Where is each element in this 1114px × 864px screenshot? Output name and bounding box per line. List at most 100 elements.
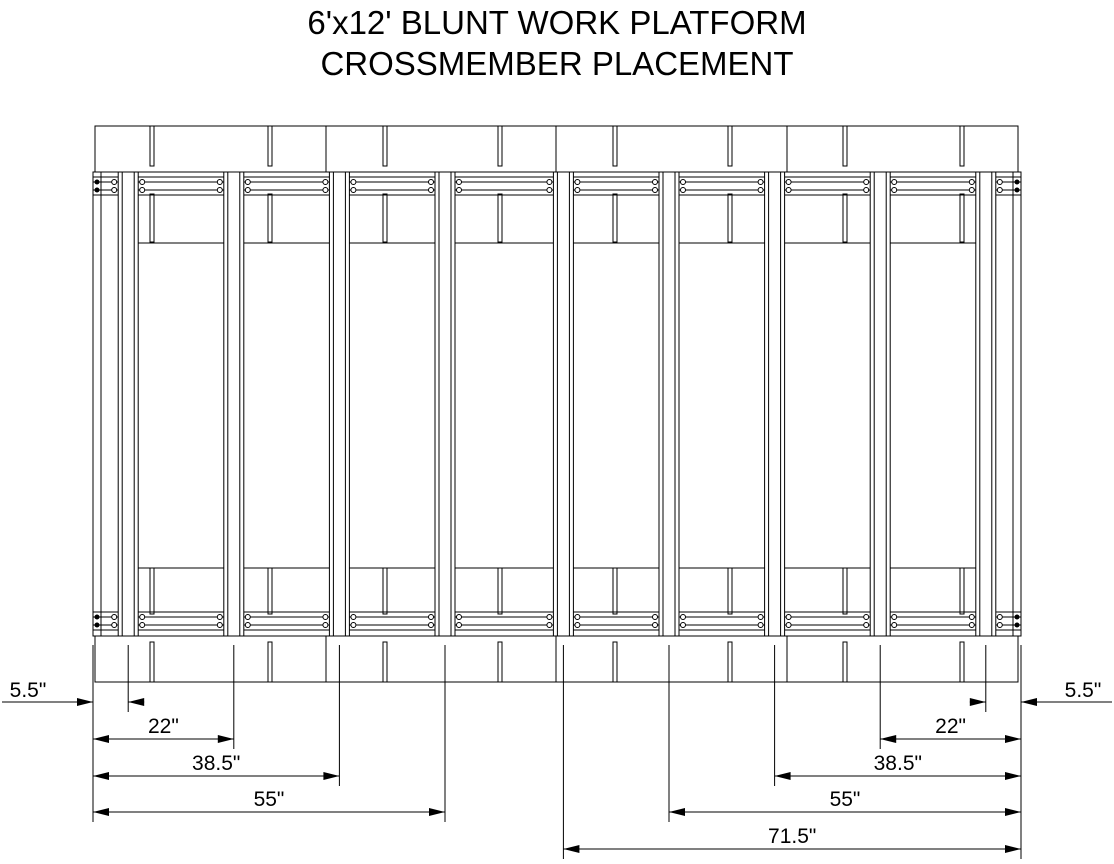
dimension-label: 55" <box>830 788 861 811</box>
deck-panel-bottom <box>325 635 557 683</box>
crossmember-body <box>658 171 680 637</box>
crossmember-body <box>117 171 139 637</box>
bolt-icon <box>111 187 118 193</box>
bolt-icon <box>94 622 100 628</box>
panel-stiffener <box>382 125 388 167</box>
crossmember <box>428 171 462 637</box>
bolt-icon <box>652 622 658 628</box>
platform-frame <box>92 125 1022 683</box>
bolt-icon <box>757 179 764 185</box>
crossmember <box>968 171 1003 637</box>
bolt-icon <box>244 622 251 628</box>
bolt-icon <box>139 622 146 628</box>
bolt-icon <box>322 622 329 628</box>
panel-stiffener <box>497 641 503 683</box>
dimension-right-71-5: 71.5" <box>562 645 1022 859</box>
bolt-icon <box>94 179 100 185</box>
bolt-icon <box>996 187 1003 193</box>
dimension-left-55: 55" <box>92 645 446 822</box>
panel-stiffener <box>727 567 733 615</box>
bolt-icon <box>1014 187 1020 193</box>
bolt-icon <box>244 614 251 620</box>
dimension-label: 38.5" <box>874 752 922 775</box>
bolt-icon <box>111 179 118 185</box>
dimension-right-55: 55" <box>668 645 1022 822</box>
bolt-icon <box>350 187 357 193</box>
deck-panel-top <box>786 125 1019 173</box>
bolt-icon <box>546 179 553 185</box>
arrow-icon <box>77 698 93 706</box>
bolt-icon <box>574 179 581 185</box>
arrow-icon <box>774 772 791 780</box>
panel-stiffener <box>612 641 618 683</box>
bolt-icon <box>891 187 898 193</box>
bolt-icon <box>322 187 329 193</box>
panel-stiffener <box>959 193 965 243</box>
bolt-icon <box>1014 622 1020 628</box>
bolt-icon <box>216 614 223 620</box>
bolt-icon <box>652 614 658 620</box>
panel-stiffener <box>497 193 503 243</box>
panel-stiffener <box>727 193 733 243</box>
bolt-icon <box>111 614 118 620</box>
crossmember <box>546 171 581 637</box>
bolt-icon <box>111 622 118 628</box>
deck-panel-top <box>94 125 327 173</box>
bolt-icon <box>139 614 146 620</box>
arrow-icon <box>969 698 986 706</box>
bolt-icon <box>139 187 146 193</box>
arrow-icon <box>1005 808 1021 816</box>
bolt-icon <box>863 179 870 185</box>
bolt-icon <box>428 614 434 620</box>
bolt-icon <box>350 179 357 185</box>
bolt-icon <box>680 622 686 628</box>
panel-stiffener <box>382 193 388 243</box>
arrow-icon <box>1021 698 1037 706</box>
bolt-icon <box>546 622 553 628</box>
panel-stiffener <box>149 567 155 615</box>
bolt-icon <box>546 187 553 193</box>
bolt-icon <box>757 622 764 628</box>
bolt-icon <box>968 622 975 628</box>
bolt-icon <box>891 179 898 185</box>
bolt-icon <box>139 179 146 185</box>
deck-panel-top <box>555 125 788 173</box>
crossmember <box>757 171 792 637</box>
dimension-label: 55" <box>254 788 285 811</box>
bolt-icon <box>996 179 1003 185</box>
bolt-icon <box>456 622 462 628</box>
crossmember-body <box>223 171 245 637</box>
dimension-left-22: 22" <box>92 645 235 749</box>
panel-stiffener <box>149 193 155 243</box>
bolt-icon <box>1014 614 1020 620</box>
bolt-icon <box>456 614 462 620</box>
crossmember-body <box>328 171 350 637</box>
crossmember-body <box>975 171 997 637</box>
panel-stiffener <box>497 125 503 167</box>
panel-stiffener <box>149 125 155 167</box>
panel-stiffener <box>267 641 273 683</box>
panel-stiffener <box>727 125 733 167</box>
bolt-icon <box>652 179 658 185</box>
bolt-icon <box>968 179 975 185</box>
dimension-label: 5.5" <box>1065 679 1102 702</box>
panel-stiffener <box>497 567 503 615</box>
dimension-label: 22" <box>935 715 966 738</box>
bolt-icon <box>574 622 581 628</box>
dimension-right-22: 22" <box>879 645 1022 749</box>
arrow-icon <box>1005 735 1021 743</box>
bolt-icon <box>785 187 792 193</box>
dimension-left-5-5: 5.5" <box>2 645 145 712</box>
crossmember <box>216 171 251 637</box>
bolt-icon <box>216 179 223 185</box>
arrow-icon <box>429 808 445 816</box>
panel-stiffener <box>612 567 618 615</box>
panel-stiffener <box>267 193 273 243</box>
bolt-icon <box>216 187 223 193</box>
deck-panel-bottom <box>94 635 327 683</box>
bolt-icon <box>216 622 223 628</box>
bolt-icon <box>546 614 553 620</box>
bolt-icon <box>1014 179 1020 185</box>
bolt-icon <box>757 614 764 620</box>
